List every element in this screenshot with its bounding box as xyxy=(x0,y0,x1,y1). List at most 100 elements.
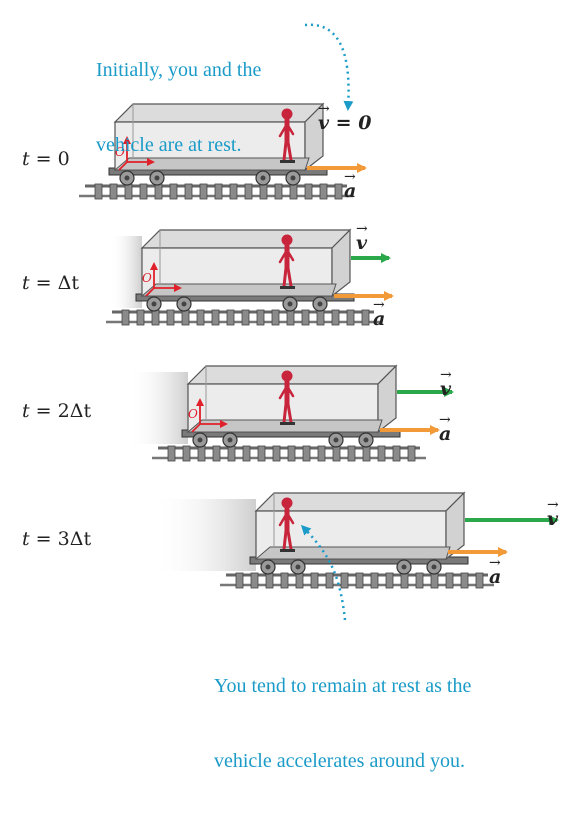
rail-tie xyxy=(392,445,401,462)
bottom-callout-arrow xyxy=(300,524,347,621)
vehicle-floor xyxy=(140,283,337,297)
rail-tie xyxy=(212,445,221,462)
rail-tie xyxy=(347,445,356,462)
wheel-hub xyxy=(265,564,271,570)
person-leg xyxy=(282,529,288,551)
rail-tie xyxy=(445,572,454,589)
rail-tie xyxy=(182,445,191,462)
person-arm xyxy=(278,511,289,527)
vehicle-front-wall xyxy=(377,364,397,434)
person-arm xyxy=(285,511,295,525)
rail-tie xyxy=(257,445,266,462)
rail-tie xyxy=(316,309,325,326)
bottom-note: You tend to remain at rest as the vehicl… xyxy=(214,624,471,824)
rail-tie xyxy=(235,572,244,589)
skates xyxy=(280,549,295,552)
wheel-hub xyxy=(363,437,369,443)
rail-tie xyxy=(355,572,364,589)
person-leg xyxy=(286,266,293,288)
rail-tie xyxy=(361,309,370,326)
person-leg xyxy=(282,402,288,424)
rail-tie xyxy=(304,183,313,200)
rail-tie xyxy=(287,445,296,462)
time-label-1: t = Δt xyxy=(22,272,79,294)
rail-tie xyxy=(196,309,205,326)
acceleration-label-3: →a xyxy=(489,555,502,588)
wheel-hub xyxy=(287,301,293,307)
vehicle-floor xyxy=(113,157,310,171)
rail-tie xyxy=(197,445,206,462)
rail-tie xyxy=(265,572,274,589)
vehicle-front-wall xyxy=(304,102,324,172)
vehicle-floor xyxy=(186,419,383,433)
wheel-hub xyxy=(227,437,233,443)
rail-tie xyxy=(460,572,469,589)
rail-tie xyxy=(169,183,178,200)
rail-tie xyxy=(226,309,235,326)
person-head xyxy=(281,497,293,509)
bottom-note-line2: vehicle accelerates around you. xyxy=(214,750,465,772)
wheel-hub xyxy=(317,301,323,307)
rail-tie xyxy=(475,572,484,589)
rail-tie xyxy=(415,572,424,589)
origin-label: O xyxy=(188,407,198,421)
velocity-label-3: →v xyxy=(547,497,559,530)
person-arm xyxy=(278,122,289,138)
rail-tie xyxy=(244,183,253,200)
person-leg xyxy=(286,140,293,162)
wheel-hub xyxy=(401,564,407,570)
rail-tie xyxy=(340,572,349,589)
wheel-hub xyxy=(290,175,296,181)
z-axis xyxy=(191,423,201,433)
person-leg xyxy=(286,402,293,424)
rail-tie xyxy=(214,183,223,200)
top-note: Initially, you and the vehicle are at re… xyxy=(96,8,261,208)
rail-tie xyxy=(109,183,118,200)
acceleration-label-0: →a xyxy=(344,169,357,202)
rail-tie xyxy=(334,183,343,200)
skates xyxy=(280,160,295,163)
person-arm xyxy=(285,248,295,262)
vehicle-panel-0: O xyxy=(79,102,367,200)
wheel-hub xyxy=(181,301,187,307)
vehicle-panel-1: O xyxy=(106,228,394,326)
rail-tie xyxy=(385,572,394,589)
person-arm xyxy=(278,248,289,264)
person-arm xyxy=(278,384,289,400)
rail-tie xyxy=(301,309,310,326)
rail-tie xyxy=(310,572,319,589)
time-label-0: t = 0 xyxy=(22,148,70,170)
vehicle-floor xyxy=(254,546,451,560)
wheel-hub xyxy=(124,175,130,181)
velocity-label-2: →v xyxy=(440,367,452,400)
vehicle-roof xyxy=(140,229,352,249)
rail-tie xyxy=(362,445,371,462)
wheel-hub xyxy=(197,437,203,443)
rail-tie xyxy=(280,572,289,589)
person-arm xyxy=(285,122,295,136)
rail-tie xyxy=(199,183,208,200)
skates xyxy=(280,422,295,425)
vehicle-panel-2: O xyxy=(128,364,454,462)
time-label-2: t = 2Δt xyxy=(22,400,92,422)
person-arm xyxy=(285,384,295,398)
person-leg xyxy=(282,140,288,162)
rail-tie xyxy=(370,572,379,589)
rail-tie xyxy=(272,445,281,462)
rail-tie xyxy=(136,309,145,326)
top-note-line2: vehicle are at rest. xyxy=(96,134,242,156)
rail-tie xyxy=(121,309,130,326)
velocity-label-0: →v = 0 xyxy=(318,101,372,134)
rail-tie xyxy=(325,572,334,589)
wheel-hub xyxy=(151,301,157,307)
rail-tie xyxy=(184,183,193,200)
rail-tie xyxy=(346,309,355,326)
rail-tie xyxy=(242,445,251,462)
vehicle-front-wall xyxy=(331,228,351,298)
time-label-3: t = 3Δt xyxy=(22,528,92,550)
vehicle-front-wall xyxy=(445,491,465,561)
rail-tie xyxy=(241,309,250,326)
rail-tie xyxy=(400,572,409,589)
top-note-line1: Initially, you and the xyxy=(96,59,262,81)
